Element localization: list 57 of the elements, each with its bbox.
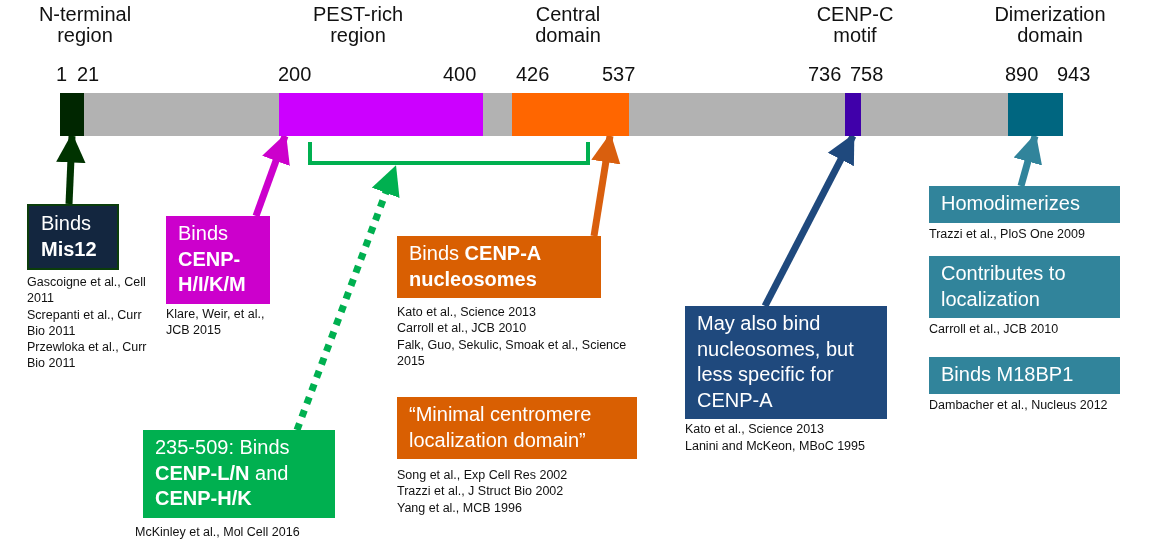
box-label: Binds CENP-A nucleosomes (409, 241, 542, 292)
citation: Screpanti et al., Curr Bio 2011 (27, 306, 143, 340)
function-box (166, 216, 270, 304)
residue-number: 400 (443, 64, 477, 84)
function-box (929, 256, 1120, 319)
citation: Dambacher et al., Nucleus 2012 (929, 396, 1109, 413)
function-box (397, 397, 637, 460)
citation: Trazzi et al., J Struct Bio 2002 (397, 483, 565, 500)
function-box (929, 357, 1120, 394)
citation: McKinley et al., Mol Cell 2016 (135, 523, 301, 541)
domain-segment (279, 93, 483, 136)
citation: Carroll et al., JCB 2010 (397, 320, 528, 337)
function-box (27, 204, 119, 271)
residue-number: 537 (602, 64, 636, 84)
domain-segment (845, 93, 861, 136)
residue-number: 426 (516, 64, 550, 84)
citation: Przewloka et al., Curr Bio 2011 (27, 339, 148, 372)
box-label: Binds CENP-H/I/K/M (178, 221, 247, 298)
citation: Gascoigne et al., Cell 2011 (27, 274, 147, 307)
residue-number: 21 (77, 64, 100, 84)
region-label: CENP-C motif (815, 4, 895, 46)
residue-number: 890 (1005, 64, 1039, 84)
box-label: Homodimerizes (941, 191, 1081, 216)
residue-number: 200 (278, 64, 312, 84)
protein-bar (60, 93, 1063, 136)
residue-number: 943 (1057, 64, 1091, 84)
citation: Kato et al., Science 2013 (685, 421, 825, 438)
residue-number: 736 (808, 64, 842, 84)
arrow (293, 165, 400, 432)
residue-number: 758 (850, 64, 884, 84)
function-box (685, 306, 887, 420)
region-label: Central domain (534, 4, 602, 46)
citation: Falk, Guo, Sekulic, Smoak et al., Science 2015 (397, 336, 627, 370)
citation: Lanini and McKeon, MBoC 1995 (685, 437, 866, 454)
citation: Kato et al., Science 2013 (397, 304, 537, 321)
box-label: 235-509: Binds CENP-L/N and CENP-H/K (155, 435, 291, 512)
function-box (397, 236, 601, 299)
citation: Trazzi et al., PloS One 2009 (929, 225, 1086, 242)
region-label: Dimerization domain (993, 4, 1107, 46)
domain-segment (512, 93, 629, 136)
citation: Song et al., Exp Cell Res 2002 (397, 467, 569, 484)
box-label: “Minimal centromere localization domain” (409, 402, 593, 453)
region-label: N-terminal region (37, 4, 133, 46)
citation: Yang et al., MCB 1996 (397, 499, 523, 516)
box-label: Contributes to localization (941, 261, 1067, 312)
domain-segment (1008, 93, 1063, 136)
function-box (143, 430, 335, 518)
box-label: Binds M18BP1 (941, 362, 1075, 387)
residue-number: 1 (56, 64, 68, 84)
function-box (929, 186, 1120, 223)
box-label: Binds Mis12 (41, 211, 98, 262)
citation: Klare, Weir, et al., JCB 2015 (166, 305, 266, 339)
domain-segment (60, 93, 84, 136)
region-label: PEST-rich region (312, 4, 404, 46)
citation: Carroll et al., JCB 2010 (929, 321, 1060, 338)
range-bracket (308, 142, 590, 168)
box-label: May also bind nucleosomes, but less specific for CENP-A (697, 311, 855, 413)
